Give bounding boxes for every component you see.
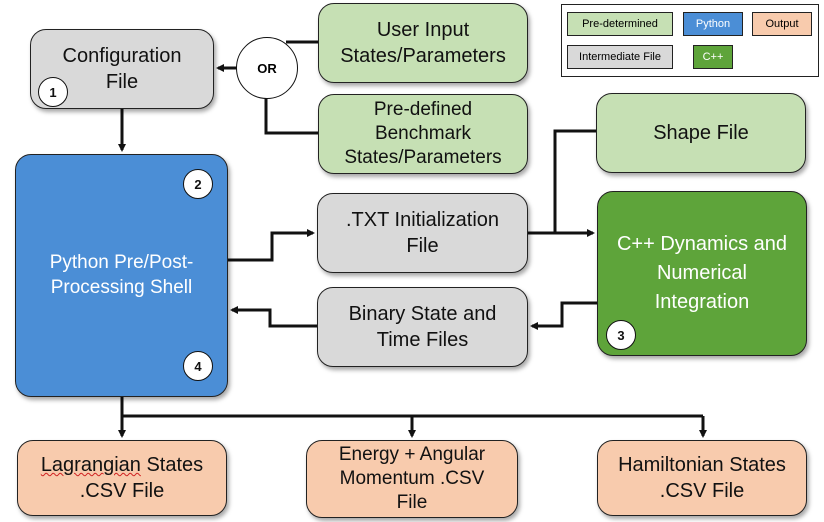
lagrangian-output-node: Lagrangian States .CSV File [17,440,227,516]
configuration-file-label: Configuration File [62,45,182,93]
energy-output-label: Energy + Angular Momentum .CSV File [338,444,486,513]
legend: Pre-determined Python Output Intermediat… [561,4,819,77]
arrow-python-to-outputs [120,397,703,418]
shape-file-label: Shape File [653,122,749,144]
cpp-dynamics-label: C++ Dynamics and Numerical Integration [616,233,788,313]
legend-output: Output [752,12,812,36]
hamiltonian-output-node: Hamiltonian States .CSV File [597,440,807,516]
arrow-binary-to-python [230,306,317,328]
txt-initialization-label: .TXT Initialization File [345,209,500,257]
energy-output-node: Energy + Angular Momentum .CSV File [306,440,518,518]
hamiltonian-output-label: Hamiltonian States .CSV File [618,454,786,502]
python-shell-label: Python Pre/Post- Processing Shell [49,251,194,298]
shape-file-node: Shape File [596,93,806,173]
step-badge-4: 4 [183,351,213,381]
lagrangian-word: Lagrangian [40,454,141,476]
arrow-cpp-to-binary [530,301,597,330]
step-badge-2: 2 [183,169,213,199]
benchmark-label: Pre-defined Benchmark States/Parameters [344,99,502,168]
arrow-shape-to-cpp [553,129,596,233]
arrow-benchmark-to-or [264,97,318,135]
benchmark-node: Pre-defined Benchmark States/Parameters [318,94,528,174]
binary-state-label: Binary State and Time Files [348,303,497,351]
binary-state-node: Binary State and Time Files [317,287,528,367]
legend-predetermined: Pre-determined [567,12,673,36]
lagrangian-output-label: Lagrangian States .CSV File [41,452,203,504]
user-input-node: User Input States/Parameters [318,3,528,83]
user-input-label: User Input States/Parameters [340,19,506,67]
legend-intermediate: Intermediate File [567,45,673,69]
legend-cpp: C++ [693,45,733,69]
step-badge-3: 3 [606,320,636,350]
arrow-python-to-txt [228,229,315,262]
or-junction: OR [236,37,298,99]
txt-initialization-node: .TXT Initialization File [317,193,528,273]
lagrangian-rest: States .CSV File [79,454,204,502]
legend-python: Python [683,12,743,36]
step-badge-1: 1 [38,77,68,107]
